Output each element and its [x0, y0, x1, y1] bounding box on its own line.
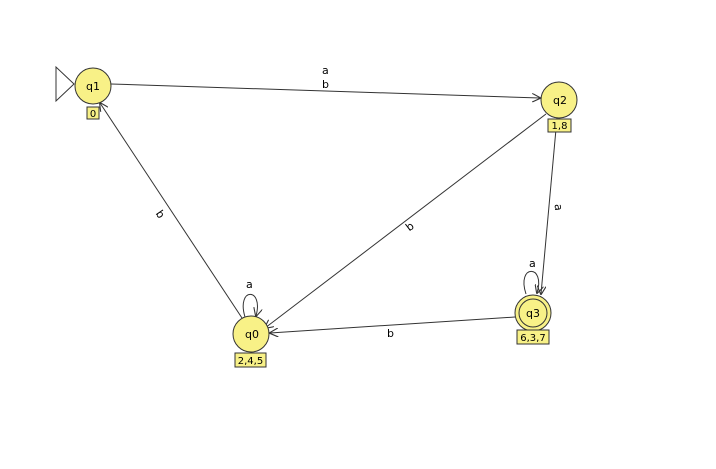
state-q0-tag: 2,4,5: [238, 356, 263, 367]
state-q2-tag: 1,8: [552, 121, 568, 132]
state-q0-circle: [232, 315, 270, 353]
state-q0-label: q0: [245, 328, 259, 341]
transition-q2-q3-label-a: a: [552, 203, 566, 211]
state-q1-circle: [74, 67, 112, 105]
transition-q0-q0-label-a: a: [246, 278, 253, 291]
transition-q1-q2[interactable]: a b: [110, 64, 540, 98]
transition-q3-q3-label-a: a: [529, 257, 536, 270]
transition-q3-q3-loop-path: [523, 270, 539, 294]
transition-q1-q2-label-a: a: [322, 64, 329, 77]
state-q1[interactable]: q1 0: [74, 67, 112, 120]
transition-q2-q0-line: [265, 113, 547, 328]
state-q1-label: q1: [86, 80, 100, 93]
state-q3-tag: 6,3,7: [520, 333, 545, 344]
transition-q2-q0-label-b: b: [403, 219, 416, 234]
state-q3-tag-box: [516, 329, 550, 345]
state-q1-tag: 0: [90, 109, 96, 120]
transition-q0-q1-line: [100, 103, 243, 319]
transition-q0-q1-label-b: b: [153, 208, 168, 221]
transition-q3-q3-loop[interactable]: a: [523, 257, 539, 294]
state-q3-label: q3: [526, 307, 540, 320]
state-q1-tag-box: [86, 106, 100, 120]
transition-q1-q2-line: [110, 83, 540, 98]
state-q2[interactable]: q2 1,8: [540, 81, 578, 133]
transition-q2-q3-line: [541, 117, 558, 294]
state-q2-label: q2: [553, 94, 567, 107]
transition-q3-q0[interactable]: b: [270, 316, 516, 340]
transition-q0-q1[interactable]: b: [100, 103, 243, 319]
transition-q0-q0-loop[interactable]: a: [242, 278, 257, 317]
state-q2-tag-box: [547, 118, 572, 133]
transition-q2-q3[interactable]: a: [541, 117, 566, 294]
state-q2-circle: [540, 81, 578, 119]
transition-q2-q0[interactable]: b: [265, 113, 547, 328]
state-q0-tag-box: [234, 352, 267, 368]
state-q0[interactable]: q0 2,4,5: [232, 315, 270, 368]
state-q3-inner-circle: [518, 298, 548, 328]
transition-q0-q0-loop-path: [242, 293, 257, 317]
transition-q1-q2-label-b: b: [322, 78, 329, 91]
initial-state-arrow-icon: [55, 65, 75, 103]
state-q3[interactable]: q3 6,3,7: [514, 294, 552, 345]
transition-q3-q0-label-b: b: [387, 327, 394, 340]
transition-q3-q0-line: [270, 316, 516, 333]
